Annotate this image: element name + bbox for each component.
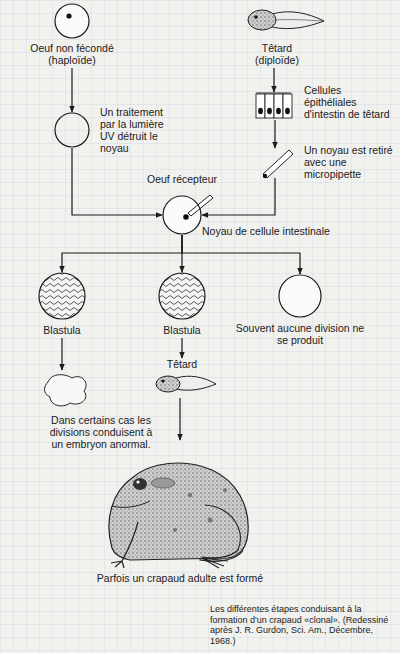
intestinal-cells [256,94,265,118]
abnormal-embryo [45,375,87,406]
micropipette [263,150,293,178]
abnormal-embryo-node: Dans certains cas les divisions conduise… [38,370,86,408]
blastula-node: Blastula [38,272,86,338]
tadpole-node: Têtard (diploïde) [222,2,332,68]
tadpole-node: Têtard [150,358,214,398]
intestinal-cells [256,92,291,94]
flow-arrow [179,398,180,440]
circle-outline [39,273,85,319]
tadpole-drawing [254,15,258,19]
node-label: Noyau de cellule intestinale [202,225,352,237]
toad-drawing [136,480,139,483]
flow-arrow [71,68,72,112]
figure-caption: Les différentes étapes conduisant à la f… [210,604,398,646]
circle-outline [55,113,89,147]
node-label: Oeuf non fécondé (haploïde) [22,42,122,66]
recipient-egg-pipette [163,196,201,234]
toad-drawing [223,488,227,492]
intestinal-cells [256,92,292,118]
intestinal-cells [265,94,274,118]
egg-nucleus [55,4,89,38]
tadpole-drawing [176,376,216,390]
node-label: Blastula [142,324,222,336]
flow-arrow [61,338,62,370]
node-label: Cellules épithéliales d'intestin de têta… [304,84,396,120]
toad-drawing [111,522,138,568]
tadpole-drawing [156,376,180,392]
node-label: Têtard [150,358,214,370]
blastula-texture [159,273,205,319]
undivided-egg: Souvent aucune division ne se produit [278,274,322,318]
toad-node: Parfois un crapaud adulte est formé [100,440,260,568]
micropipette [263,174,267,178]
toad-drawing [202,505,240,558]
toad-drawing [208,518,213,523]
flow-arrow [182,235,300,274]
node-label: Dans certains cas les divisions conduise… [45,414,157,450]
intestinal-cells [258,108,263,114]
circle-outline [279,275,321,317]
blastula-texture [39,273,321,319]
node-label: Oeuf récepteur [122,173,242,185]
recipient-egg: Oeuf récepteurNoyau de cellule intestina… [162,195,202,235]
egg-nucleus [55,4,89,38]
tadpole-drawing [248,10,276,30]
node-label: Un noyau est retiré avec une micropipett… [304,144,396,180]
intestinal-cells [285,108,290,114]
intestinal-cells [267,108,272,114]
circle-outline [163,196,201,234]
circle-outline [54,112,90,148]
toad-drawing [151,478,175,488]
enucleated-egg: Un traitement par la lumière UV détruit … [54,112,90,148]
tadpole-drawing [248,10,324,30]
toad-drawing [133,478,147,490]
toad-drawing [173,528,177,532]
toad-drawing [202,558,228,568]
node-label: Blastula [22,324,102,336]
toad-drawing [109,463,248,568]
circle-outline [278,274,322,318]
node-label: Parfois un crapaud adulte est formé [95,572,265,584]
flow-arrow [181,338,182,358]
pipette-node: Un noyau est retiré avec une micropipett… [256,148,294,178]
node-label: Souvent aucune division ne se produit [235,322,365,346]
abnormal-embryo [45,375,87,406]
recipient-egg-pipette [183,214,189,220]
node-label: Têtard (diploïde) [247,42,307,66]
circle-outline [55,4,89,38]
flow-arrow [273,68,274,92]
intestinal-cells [283,94,292,118]
egg-node: Oeuf non fécondé (haploïde) [22,2,122,68]
tadpole-drawing [156,376,216,392]
flow-arrow [274,120,275,148]
intestinal-cells [276,108,281,114]
circle-outline [159,273,205,319]
blastula-node: Blastula [158,272,206,338]
cells-node: Cellules épithéliales d'intestin de têta… [254,92,294,120]
toad-drawing [188,493,192,497]
circle-outline [162,195,202,235]
flow-arrow [62,235,182,272]
tadpole-drawing [272,12,324,29]
blastula-texture [279,275,321,317]
tadpole-drawing [274,20,322,21]
toad-drawing [112,501,150,507]
blastula-texture [39,273,85,319]
micropipette [263,150,293,178]
tadpole-drawing [161,379,164,382]
node-label: Un traitement par la lumière UV détruit … [100,106,180,154]
intestinal-cells [274,94,283,118]
egg-nucleus [66,13,71,18]
